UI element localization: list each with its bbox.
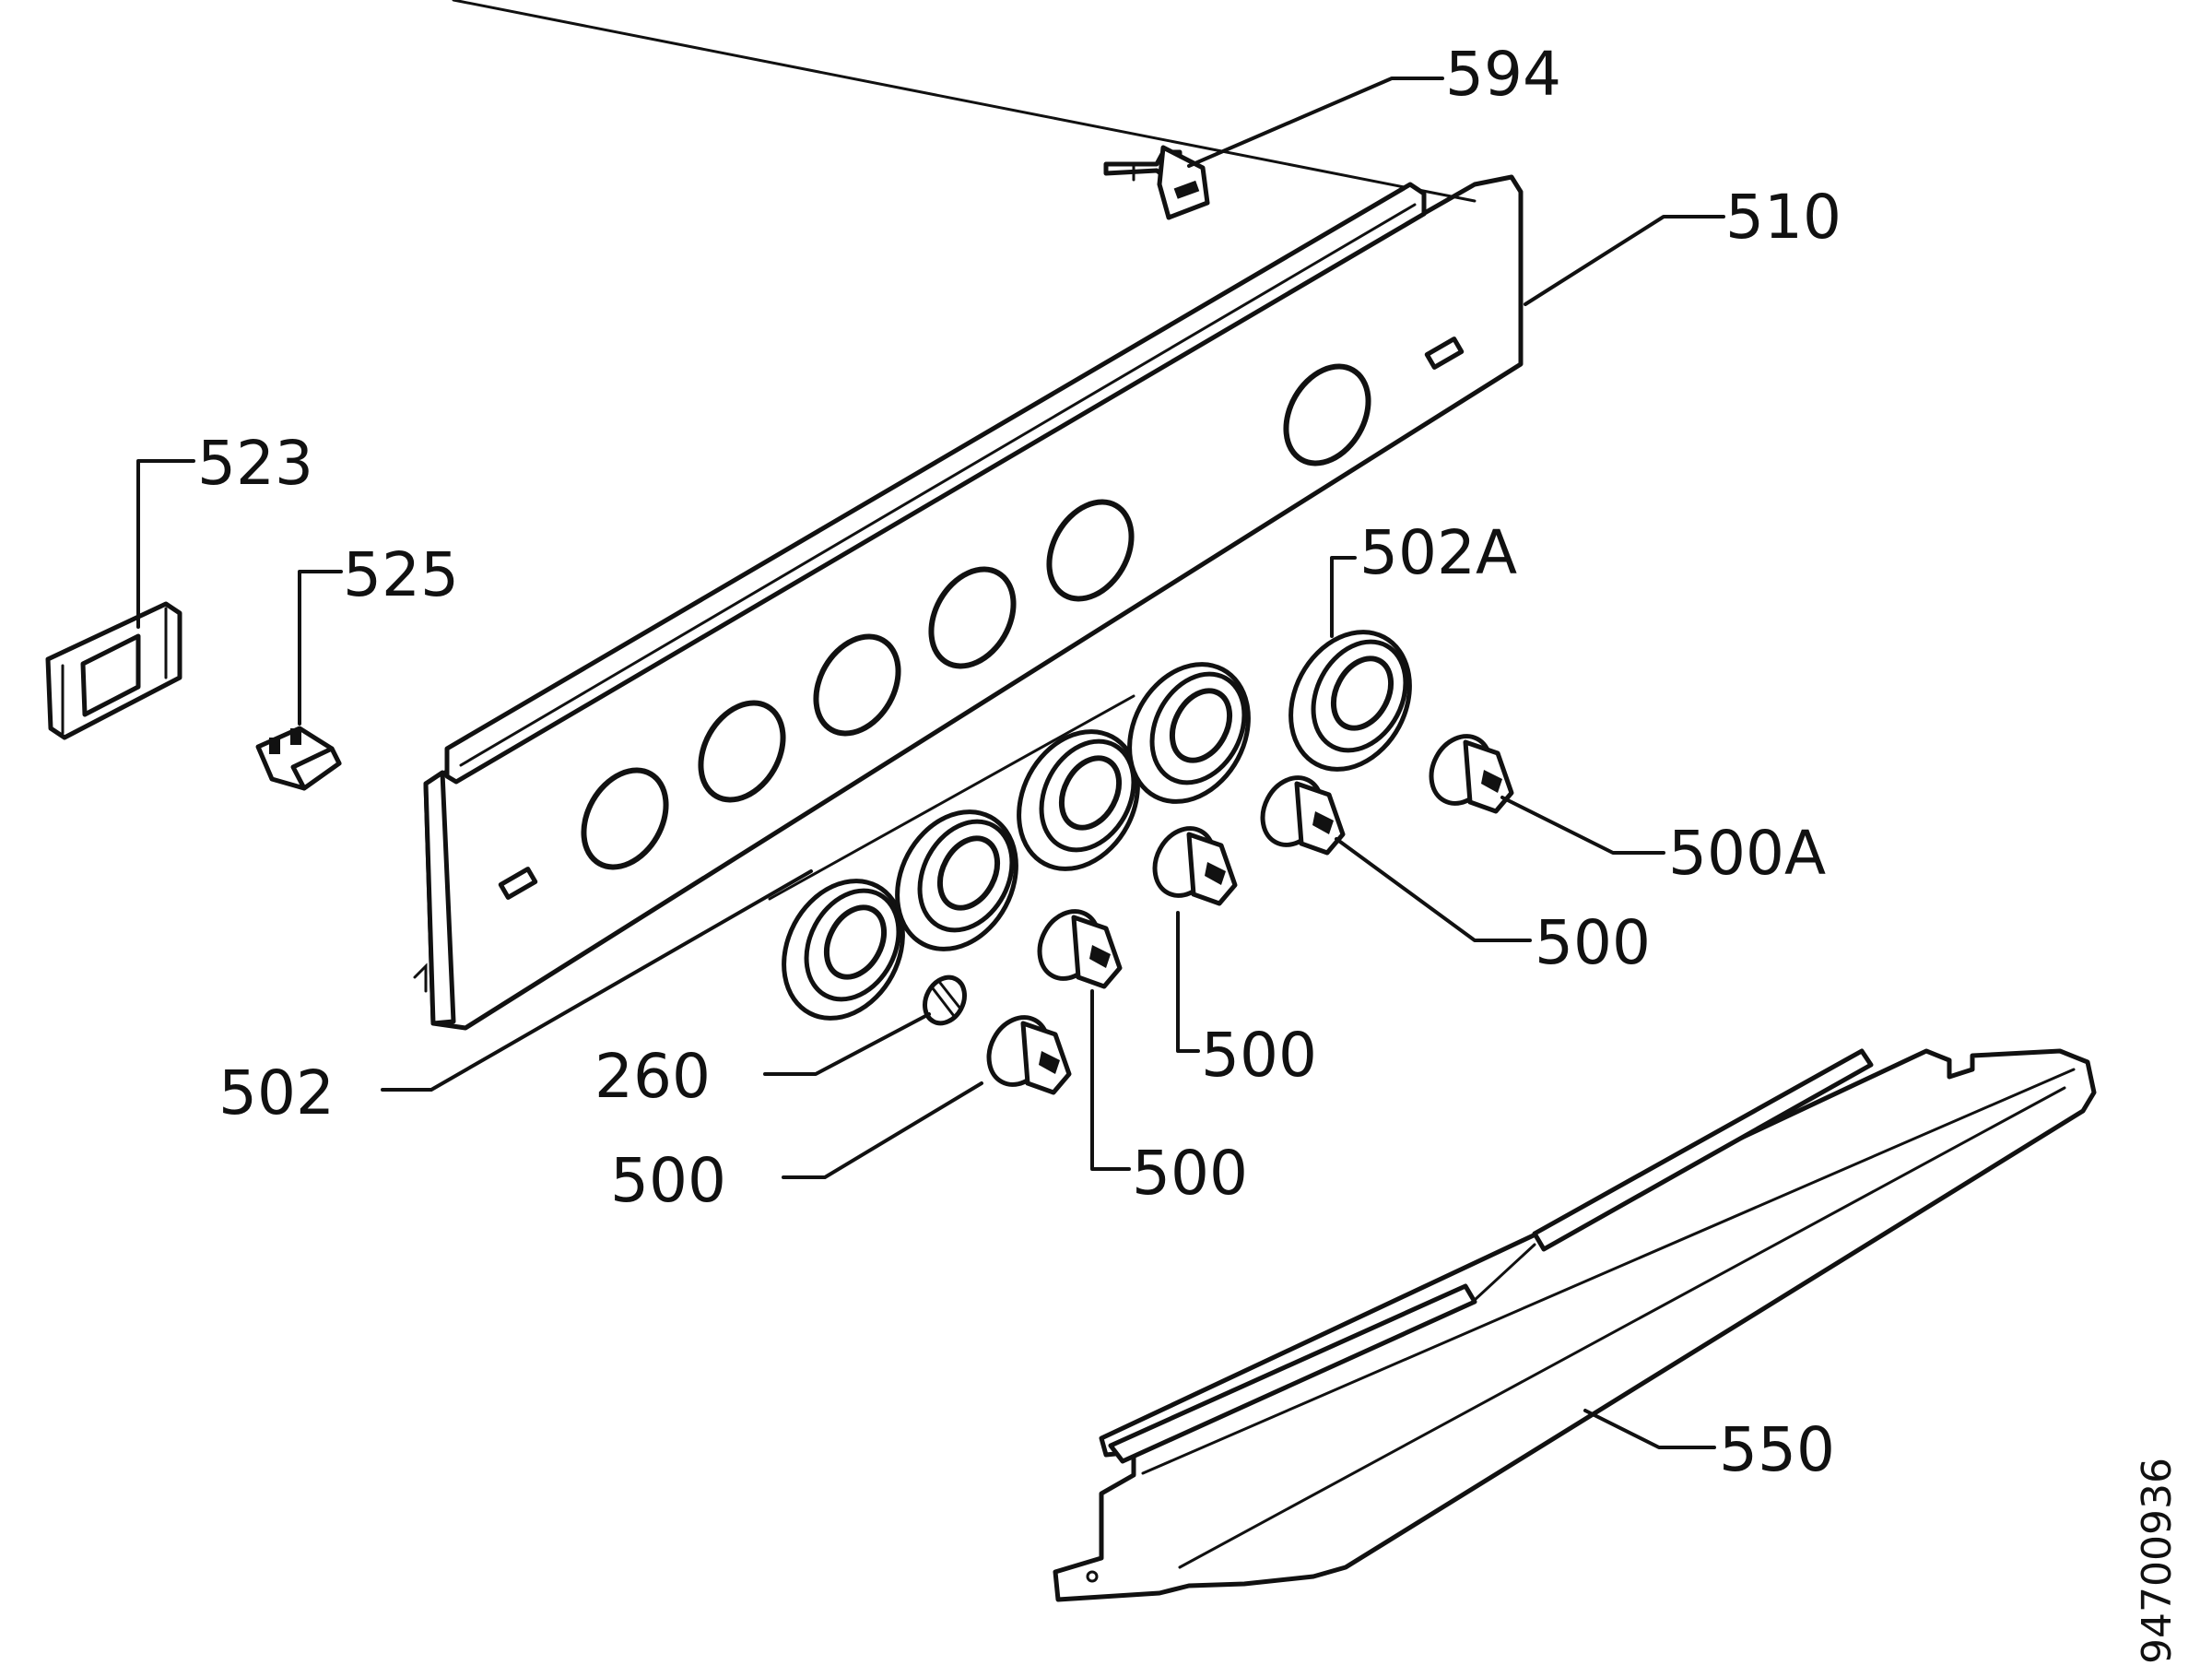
knob-500A <box>1429 734 1514 814</box>
leader-502 <box>381 869 813 1092</box>
label-500-right: 500 <box>1535 907 1651 978</box>
knob-500 <box>1260 775 1346 856</box>
label-525: 525 <box>343 539 459 610</box>
label-502A: 502A <box>1359 517 1517 588</box>
leader-500A <box>1500 796 1665 855</box>
ring <box>895 809 1018 951</box>
control-panel-510 <box>413 0 1524 1031</box>
label-510: 510 <box>1725 182 1841 253</box>
leader-594 <box>1187 77 1444 168</box>
ring <box>1017 729 1140 871</box>
leader-lines <box>136 77 1725 1449</box>
knob-500 <box>1152 826 1238 906</box>
leader-500-mid <box>1176 911 1200 1053</box>
panel-hole <box>928 566 1017 669</box>
panel-hole <box>813 633 901 737</box>
leader-500-bottom <box>782 1081 983 1179</box>
label-594: 594 <box>1445 39 1561 110</box>
label-523: 523 <box>197 428 313 499</box>
label-500-bottom: 500 <box>610 1145 726 1216</box>
leader-510 <box>1524 215 1725 306</box>
knob-500 <box>1037 909 1123 989</box>
label-502: 502 <box>218 1057 335 1128</box>
connector-525 <box>255 726 342 791</box>
leader-500-center <box>1090 989 1131 1171</box>
ring-502 <box>782 879 905 1021</box>
drawing-number: 94700936 <box>2134 1458 2181 1664</box>
leader-502A <box>1330 556 1357 638</box>
knob-rings <box>768 630 1412 1021</box>
leader-550 <box>1583 1409 1716 1449</box>
panel-hole <box>1283 363 1371 466</box>
knob-500 <box>986 1015 1072 1095</box>
label-500-center: 500 <box>1132 1138 1248 1209</box>
panel-hole <box>581 767 669 870</box>
knobs <box>986 734 1514 1095</box>
panel-hole <box>698 700 786 803</box>
part-labels: 594 510 523 525 502A 500A 500 500 502 26… <box>197 39 1841 1485</box>
spring-260 <box>923 974 967 1026</box>
leader-525 <box>298 570 343 726</box>
label-500A: 500A <box>1668 818 1826 889</box>
label-550: 550 <box>1719 1414 1835 1485</box>
ring <box>1127 662 1251 804</box>
switch-frame-523 <box>45 601 182 740</box>
leader-260 <box>763 1012 931 1076</box>
panel-hole <box>1046 499 1135 602</box>
trim-strip-550 <box>1053 1048 2097 1602</box>
label-500-mid: 500 <box>1201 1020 1317 1091</box>
leader-523 <box>136 459 195 629</box>
bracket-594 <box>1103 145 1210 220</box>
label-260: 260 <box>594 1041 711 1112</box>
ring-502A <box>1288 630 1412 772</box>
leader-500-right <box>1335 837 1532 942</box>
